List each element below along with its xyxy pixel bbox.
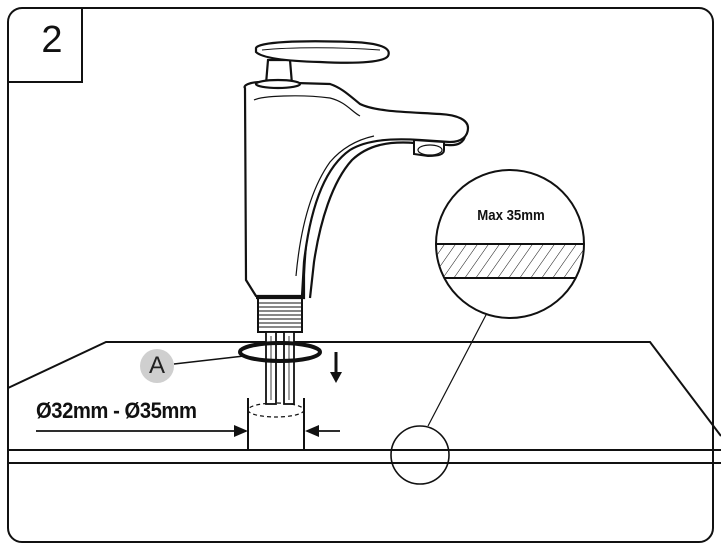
- part-a-label: A: [148, 352, 165, 379]
- faucet-lever: [254, 40, 390, 90]
- part-a-leader: [173, 355, 245, 365]
- detail-zoom: [435, 169, 585, 319]
- step-number-box: [8, 8, 83, 83]
- diameter-dimension: [36, 425, 340, 437]
- part-a-marker: [140, 349, 174, 383]
- detail-target-circle: [390, 425, 450, 485]
- mounting-hole: [247, 398, 305, 450]
- panel-border: [7, 7, 714, 543]
- faucet-body: [243, 80, 470, 300]
- o-ring: [238, 341, 322, 363]
- detail-leader: [427, 312, 488, 427]
- hole-diameter-label: Ø32mm - Ø35mm: [36, 398, 197, 423]
- faucet-spout: [413, 138, 445, 158]
- step-number: 2: [41, 19, 63, 61]
- max-thickness-label: Max 35mm: [477, 207, 545, 224]
- faucet-shank: [257, 297, 303, 405]
- down-arrow-icon: [330, 352, 342, 383]
- countertop-top: [7, 341, 721, 437]
